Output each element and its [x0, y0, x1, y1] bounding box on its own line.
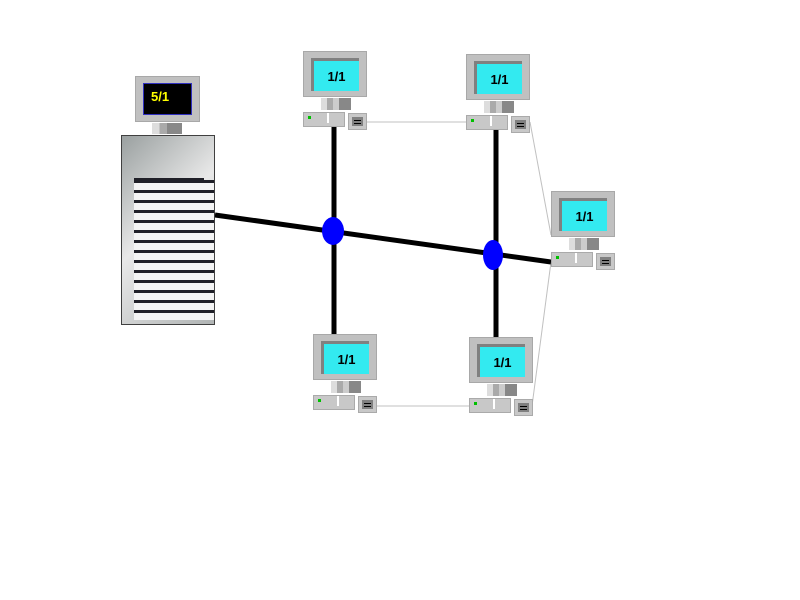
monitor-icon: 1/1: [303, 51, 367, 97]
server-monitor-stand: [152, 123, 182, 134]
computer-d[interactable]: 1/1: [313, 334, 379, 416]
monitor-icon: 1/1: [466, 54, 530, 100]
computer-label: 1/1: [321, 341, 369, 374]
desktop-case-icon: [303, 112, 345, 127]
desktop-case-icon: [551, 252, 593, 267]
computer-e[interactable]: 1/1: [469, 337, 535, 419]
server-monitor: 5/1: [135, 76, 200, 122]
computer-c[interactable]: 1/1: [551, 191, 617, 273]
desktop-case-icon: [466, 115, 508, 130]
drive-icon: [358, 396, 377, 413]
monitor-icon: 1/1: [551, 191, 615, 237]
aux-link-b-c: [529, 121, 552, 236]
computer-label: 1/1: [559, 198, 607, 231]
desktop-case-icon: [313, 395, 355, 410]
monitor-icon: 1/1: [469, 337, 533, 383]
hub-2[interactable]: [483, 240, 503, 270]
computer-b[interactable]: 1/1: [466, 54, 532, 136]
drive-icon: [596, 253, 615, 270]
server-tower-icon: [121, 135, 215, 325]
desktop-case-icon: [469, 398, 511, 413]
drive-icon: [348, 113, 367, 130]
server-label: 5/1: [143, 83, 192, 115]
drive-icon: [511, 116, 530, 133]
drive-icon: [514, 399, 533, 416]
aux-link-e-c: [531, 261, 552, 407]
computer-label: 1/1: [474, 61, 522, 94]
monitor-icon: 1/1: [313, 334, 377, 380]
computer-label: 1/1: [311, 58, 359, 91]
hub-1[interactable]: [322, 217, 344, 245]
computer-label: 1/1: [477, 344, 525, 377]
computer-a[interactable]: 1/1: [303, 51, 369, 133]
